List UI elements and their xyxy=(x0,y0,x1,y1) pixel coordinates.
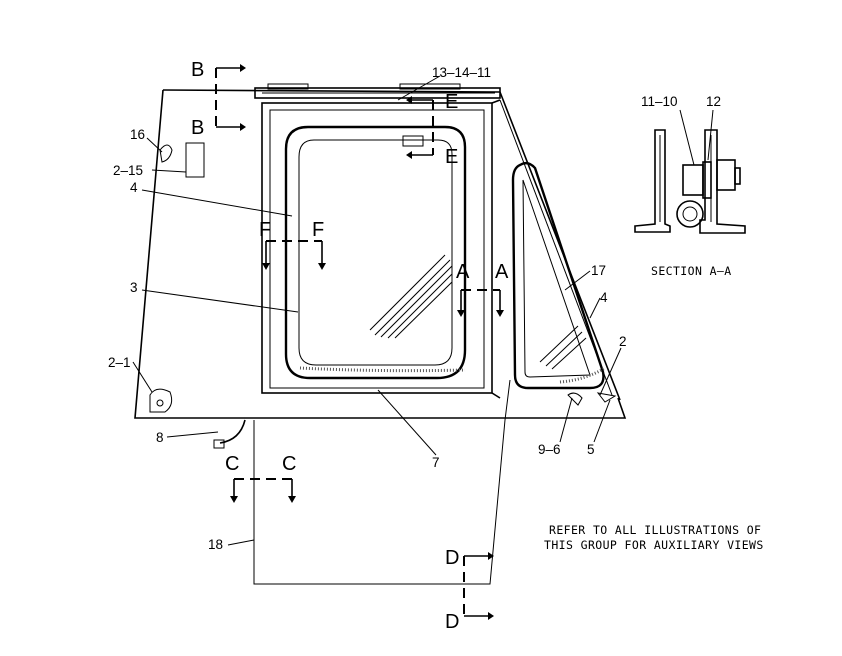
callout-2-1: 2–1 xyxy=(108,355,131,370)
door-frame xyxy=(261,99,501,399)
section-letter-d-bottom: D xyxy=(445,611,459,633)
callout-4-right: 4 xyxy=(600,290,608,305)
callout-5: 5 xyxy=(587,442,595,457)
note-line-2: THIS GROUP FOR AUXILIARY VIEWS xyxy=(544,538,764,552)
callout-17: 17 xyxy=(591,263,606,278)
section-letter-a-left: A xyxy=(456,261,470,283)
section-a-a-title: SECTION A–A xyxy=(651,264,732,278)
callout-18: 18 xyxy=(208,537,223,552)
door-window xyxy=(284,125,467,380)
section-letter-d-top: D xyxy=(445,547,459,569)
callout-2-15: 2–15 xyxy=(113,163,143,178)
section-letter-c-left: C xyxy=(225,453,239,475)
callout-numbers: 13–14–11 16 2–15 4 3 2–1 8 18 7 17 4 2 9… xyxy=(108,65,721,552)
cab-panel-outline xyxy=(134,89,627,419)
section-letter-c-right: C xyxy=(282,453,296,475)
section-letter-f-left: F xyxy=(259,219,271,241)
section-letter-e-bottom: E xyxy=(445,146,458,168)
callout-11-10: 11–10 xyxy=(641,94,678,109)
callout-7: 7 xyxy=(432,455,440,470)
section-letter-a-right: A xyxy=(495,261,509,283)
callout-12: 12 xyxy=(706,94,721,109)
side-window xyxy=(511,161,606,390)
section-letter-b-bottom: B xyxy=(191,117,204,139)
section-a-a-detail xyxy=(634,109,746,234)
latch-parts xyxy=(149,142,617,449)
callout-2: 2 xyxy=(619,334,627,349)
note-line-1: REFER TO ALL ILLUSTRATIONS OF xyxy=(549,523,761,537)
top-hinge-strip xyxy=(254,83,501,99)
callout-3: 3 xyxy=(130,280,138,295)
leader-lines xyxy=(132,75,622,546)
callout-8: 8 xyxy=(156,430,164,445)
callout-9-6: 9–6 xyxy=(538,442,561,457)
section-letter-e-top: E xyxy=(445,91,458,113)
section-lines xyxy=(215,64,511,620)
callout-16: 16 xyxy=(130,127,145,142)
callout-13-14-11: 13–14–11 xyxy=(432,65,491,80)
section-letter-labels: B B E E F F A A C C D D xyxy=(191,59,509,633)
section-letter-f-right: F xyxy=(312,219,324,241)
callout-4-left: 4 xyxy=(130,180,138,195)
section-letter-b-top: B xyxy=(191,59,204,81)
